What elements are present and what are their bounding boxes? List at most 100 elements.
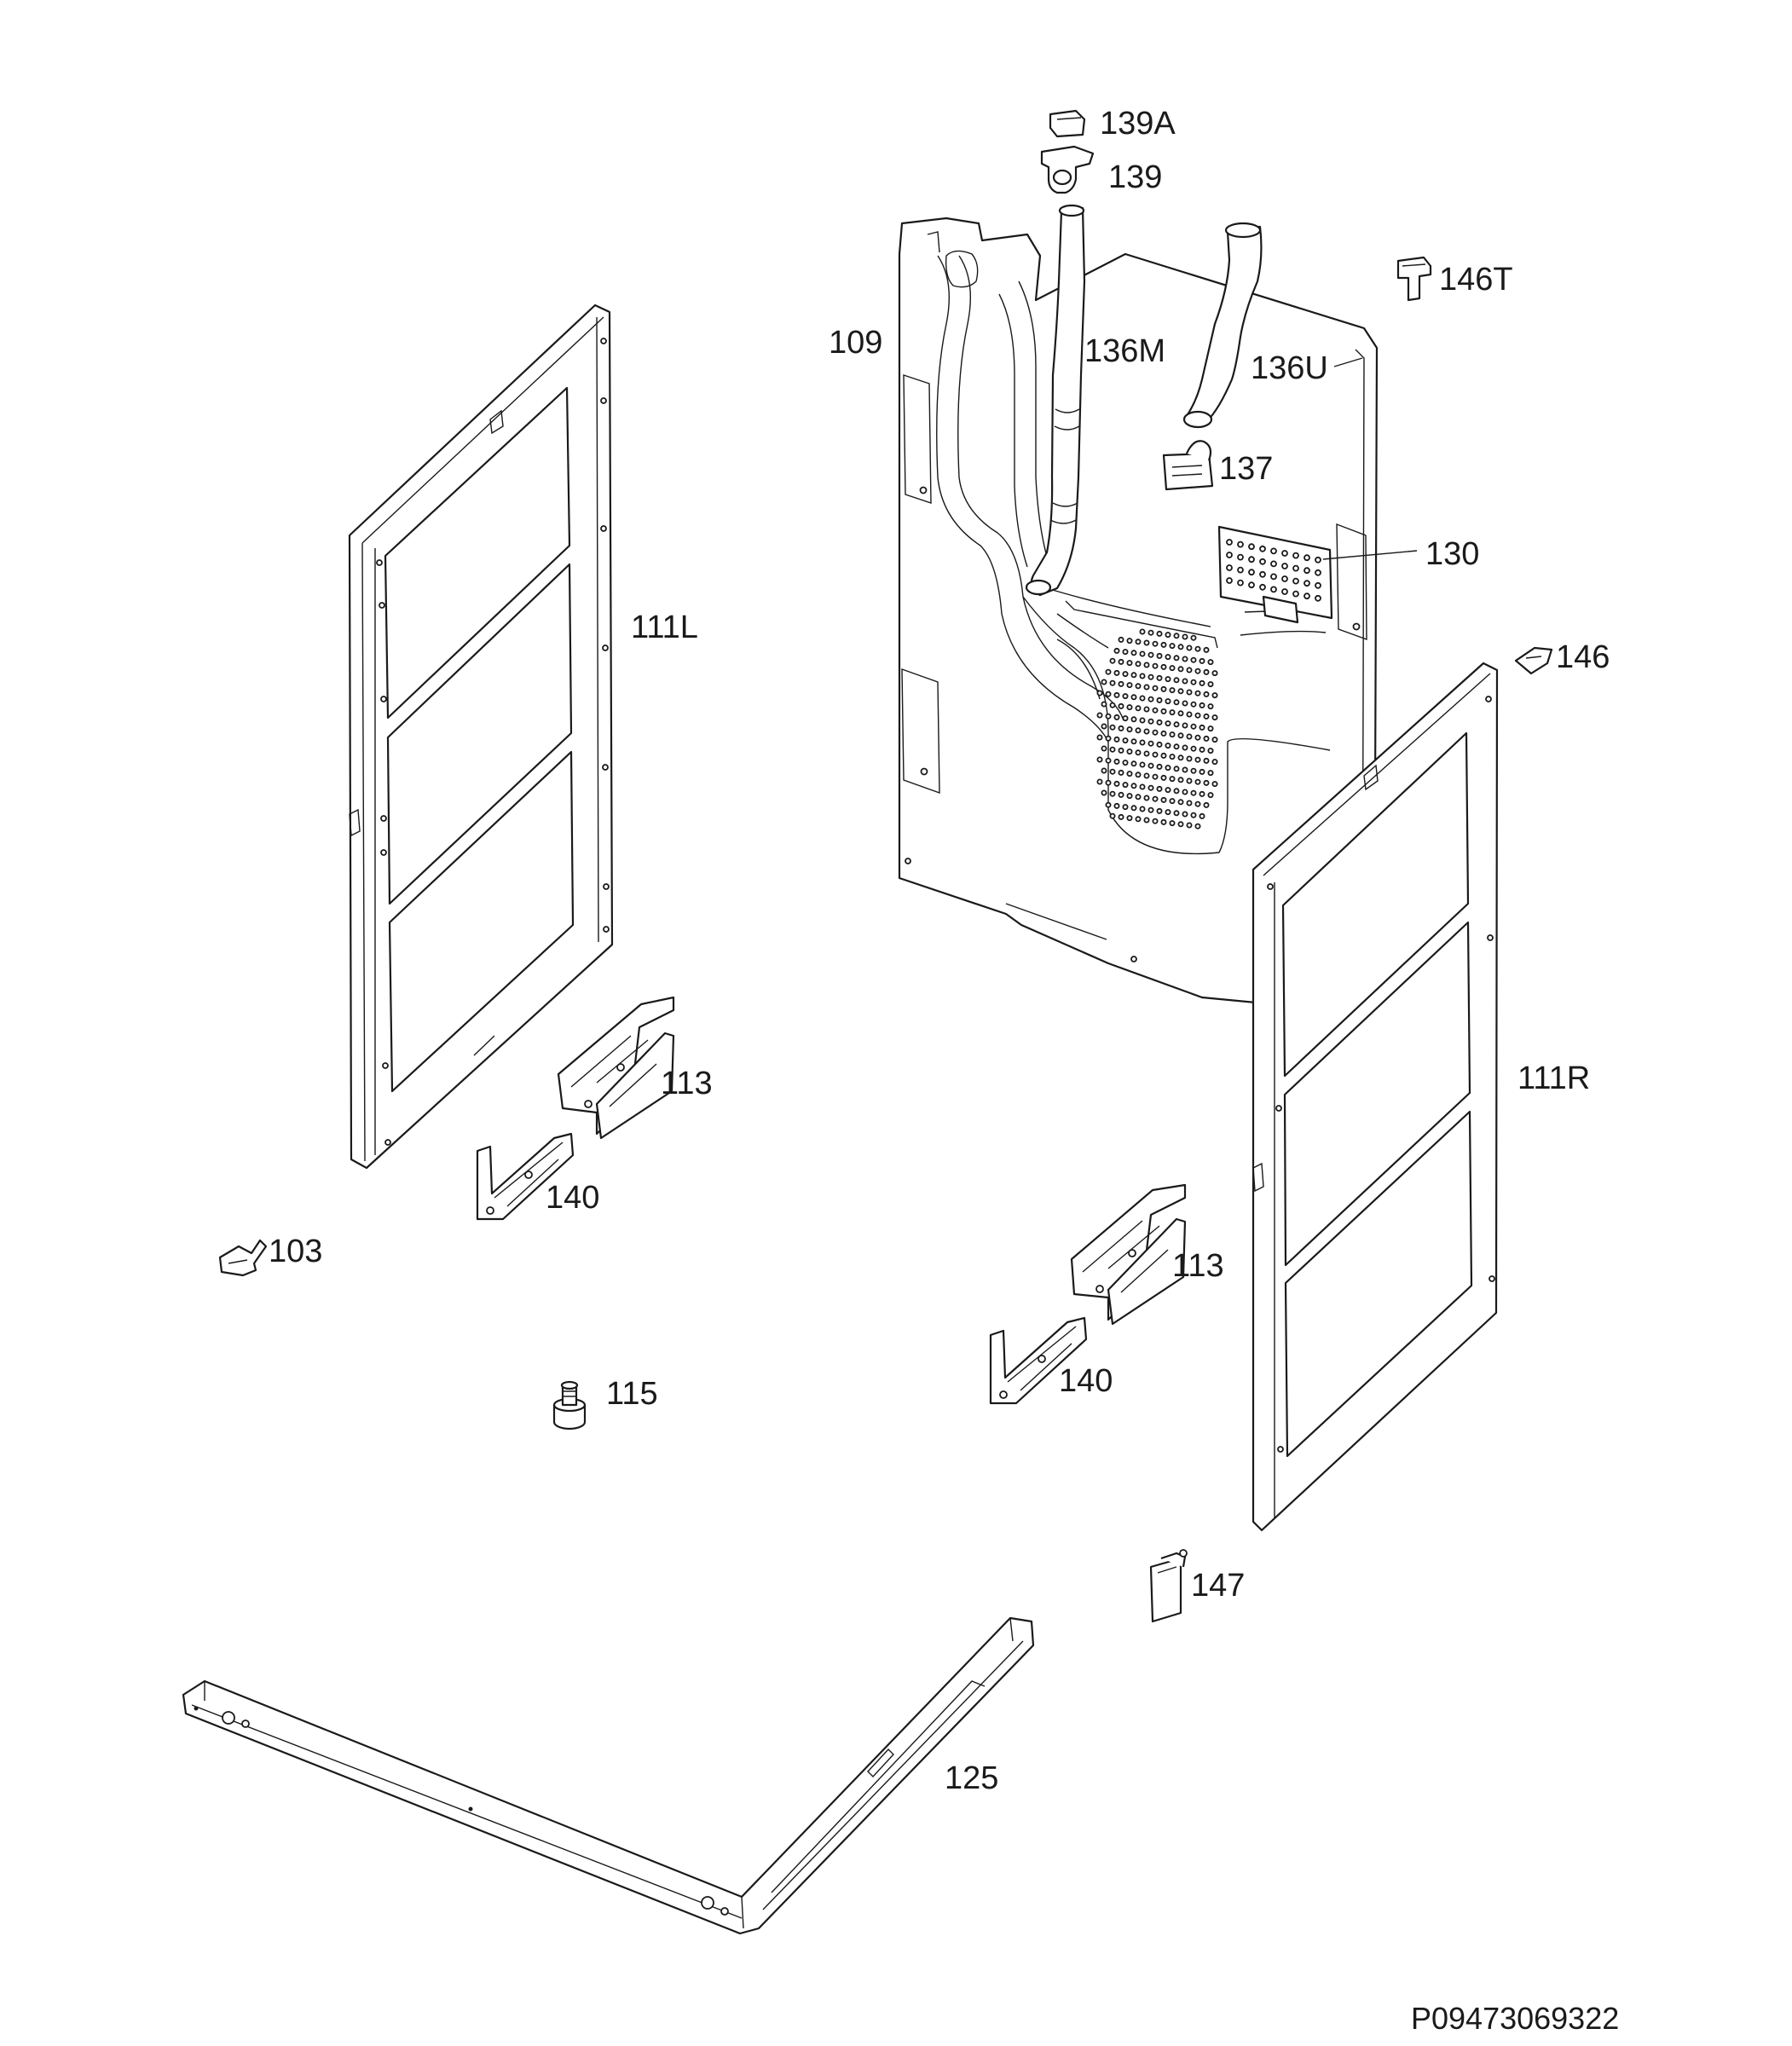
perforation-hole [1203, 646, 1210, 653]
label-111L: 111L [631, 610, 698, 645]
label-140-right: 140 [1059, 1363, 1113, 1399]
perforation-hole [1126, 748, 1133, 755]
perforation-hole [1156, 741, 1163, 748]
perforation-hole [1165, 676, 1171, 683]
perforation-hole [1177, 644, 1184, 650]
label-146T: 146T [1439, 262, 1513, 298]
perforation-hole [1135, 705, 1142, 712]
perforation-hole [1113, 802, 1120, 809]
perforation-hole [1173, 743, 1180, 750]
label-137: 137 [1219, 451, 1273, 487]
plate-hole [1270, 573, 1277, 581]
perforation-hole [1194, 778, 1201, 785]
plate-hole [1259, 545, 1266, 552]
plate-hole [1315, 594, 1321, 602]
perforation-hole [1113, 736, 1120, 743]
perforation-hole [1126, 704, 1133, 711]
perforation-hole [1194, 756, 1201, 763]
clip-146 [1514, 646, 1553, 675]
perforation-hole [1109, 790, 1116, 797]
perforation-hole [1147, 629, 1154, 636]
perforation-hole [1152, 640, 1159, 647]
perforation-hole [1139, 695, 1146, 702]
perforation-hole [1113, 714, 1120, 720]
plate-hole [1259, 570, 1266, 578]
plate-hole [1304, 580, 1310, 587]
perforation-hole [1211, 692, 1218, 699]
foot-115 [552, 1380, 587, 1430]
perforation-hole [1203, 691, 1210, 697]
perforation-hole [1147, 740, 1154, 747]
perforation-hole [1194, 734, 1201, 741]
perforation-hole [1160, 730, 1167, 737]
perforation-hole [1109, 768, 1116, 775]
perforation-hole [1147, 806, 1154, 813]
perforation-hole [1135, 639, 1142, 645]
perforation-hole [1203, 713, 1210, 720]
side-frame-111R [1252, 662, 1499, 1532]
perforation-hole [1190, 812, 1197, 818]
perforation-hole [1169, 776, 1176, 783]
perforation-hole [1105, 779, 1112, 786]
perforation-hole [1199, 746, 1205, 753]
perforation-hole [1105, 668, 1112, 675]
perforation-hole [1143, 662, 1150, 668]
label-130: 130 [1425, 536, 1479, 572]
perforation-hole [1130, 805, 1137, 812]
plate-hole [1248, 569, 1255, 576]
perforation-hole [1173, 788, 1180, 795]
perforation-hole [1156, 719, 1163, 725]
perforation-hole [1122, 782, 1129, 789]
perforation-hole [1203, 779, 1210, 786]
hinge-113-right [1070, 1183, 1187, 1326]
plate-hole [1281, 588, 1288, 595]
perforation-hole [1199, 702, 1205, 708]
perforation-hole [1139, 717, 1146, 724]
perforation-hole [1186, 755, 1193, 762]
perforation-hole [1199, 679, 1205, 686]
hose-136M [1025, 204, 1086, 597]
perforation-hole [1194, 800, 1201, 807]
plate-hole [1292, 564, 1299, 572]
perforation-hole [1135, 661, 1142, 668]
perforation-hole [1143, 750, 1150, 757]
perforation-hole [1211, 670, 1218, 677]
perforation-hole [1126, 815, 1133, 822]
perforation-hole [1190, 789, 1197, 796]
perforation-hole [1130, 716, 1137, 723]
perforation-hole [1186, 667, 1193, 673]
perforation-hole [1135, 816, 1142, 823]
perforation-hole [1152, 729, 1159, 736]
perforation-hole [1203, 757, 1210, 764]
hose-136U [1182, 222, 1263, 429]
plate-hole [1237, 540, 1244, 548]
perforation-hole [1105, 757, 1112, 764]
perforation-hole [1126, 682, 1133, 689]
perforation-hole [1143, 772, 1150, 779]
label-109: 109 [829, 325, 882, 361]
plate-hole [1248, 543, 1255, 551]
perforation-hole [1177, 710, 1184, 717]
label-113-right: 113 [1172, 1248, 1224, 1284]
perforation-hole [1160, 818, 1167, 825]
perforation-hole [1101, 789, 1107, 796]
perforation-hole [1156, 763, 1163, 770]
perforation-hole [1118, 725, 1124, 731]
bracket-140-right [989, 1316, 1088, 1405]
perforation-hole [1152, 795, 1159, 802]
perforation-hole [1147, 762, 1154, 769]
perforation-hole [1173, 655, 1180, 662]
part-139-connector [1040, 145, 1095, 194]
perforation-hole [1122, 804, 1129, 811]
perforation-hole [1101, 723, 1107, 730]
perforation-hole [1139, 783, 1146, 790]
perforation-hole [1139, 673, 1146, 679]
perforation-hole [1130, 650, 1137, 656]
perforation-hole [1147, 784, 1154, 791]
perforation-hole [1096, 778, 1103, 785]
perforation-hole [1165, 720, 1171, 727]
plate-hole [1270, 560, 1277, 568]
plate-hole [1237, 566, 1244, 574]
perforation-hole [1165, 743, 1171, 749]
perforation-hole [1143, 684, 1150, 691]
